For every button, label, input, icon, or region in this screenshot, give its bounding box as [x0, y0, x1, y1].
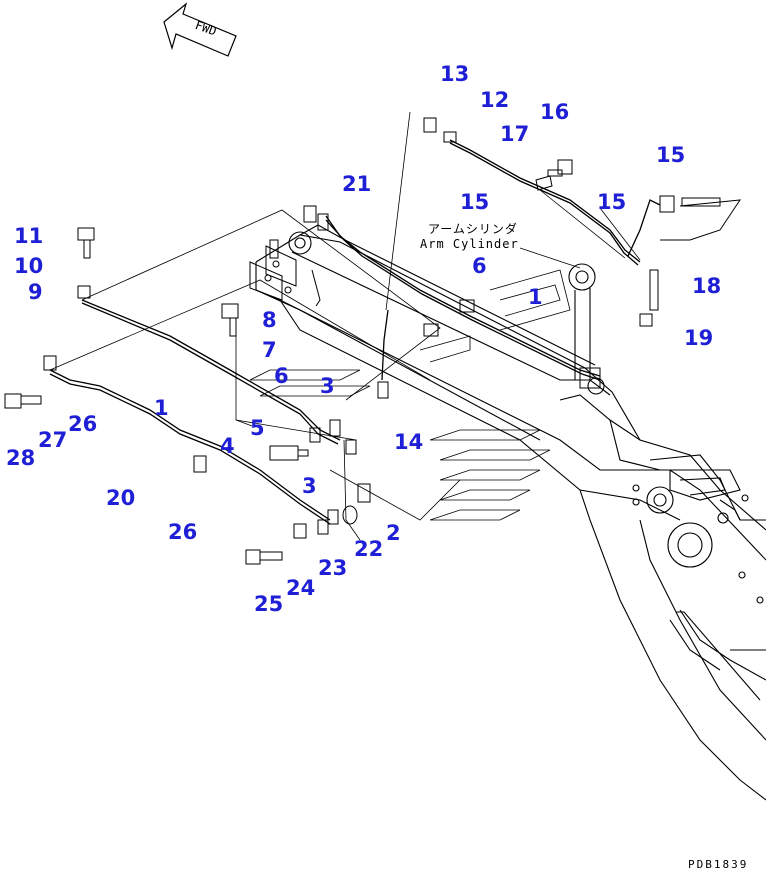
- callout-1-lower: 1: [154, 396, 169, 420]
- callout-7: 7: [262, 338, 277, 362]
- clamps-and-fittings: [4, 117, 742, 565]
- drawing-reference-code: PDB1839: [688, 858, 749, 871]
- callout-25: 25: [254, 592, 284, 616]
- callout-14: 14: [394, 430, 424, 454]
- arm-bracket-left: [249, 239, 321, 307]
- callout-15-mid: 15: [460, 190, 490, 214]
- callout-9: 9: [28, 280, 43, 304]
- fwd-arrow-sign: [163, 2, 237, 57]
- callout-23: 23: [318, 556, 348, 580]
- callout-24: 24: [286, 576, 316, 600]
- callout-15-upper: 15: [597, 190, 627, 214]
- callout-26-lower: 26: [168, 520, 198, 544]
- callout-22: 22: [354, 537, 384, 561]
- callout-28: 28: [6, 446, 36, 470]
- callout-21: 21: [342, 172, 372, 196]
- arm-shading: [249, 269, 571, 521]
- callout-16: 16: [540, 100, 570, 124]
- callout-12: 12: [480, 88, 510, 112]
- callout-26-left: 26: [68, 412, 98, 436]
- callout-18: 18: [692, 274, 722, 298]
- callout-2: 2: [386, 521, 401, 545]
- callout-3-upper: 3: [320, 374, 335, 398]
- callout-11: 11: [14, 224, 44, 248]
- callout-8: 8: [262, 308, 277, 332]
- callout-10: 10: [14, 254, 44, 278]
- arm-cylinder-label-japanese: アームシリンダ: [428, 222, 518, 236]
- callout-6-upper: 6: [472, 254, 487, 278]
- callout-15-right: 15: [656, 143, 686, 167]
- callout-17: 17: [500, 122, 530, 146]
- callout-20: 20: [106, 486, 136, 510]
- callout-3-lower: 3: [302, 474, 317, 498]
- callout-1-upper: 1: [528, 285, 543, 309]
- grease-pipes: [49, 139, 661, 525]
- callout-5: 5: [250, 416, 265, 440]
- callout-19: 19: [684, 326, 714, 350]
- callout-13: 13: [440, 62, 470, 86]
- callout-6-lower: 6: [274, 364, 289, 388]
- assembly-leader-lines: [49, 111, 641, 541]
- arm-cylinder-label-english: Arm Cylinder: [420, 237, 519, 251]
- arm-body: [255, 224, 766, 801]
- callout-4: 4: [220, 434, 235, 458]
- callout-27: 27: [38, 428, 68, 452]
